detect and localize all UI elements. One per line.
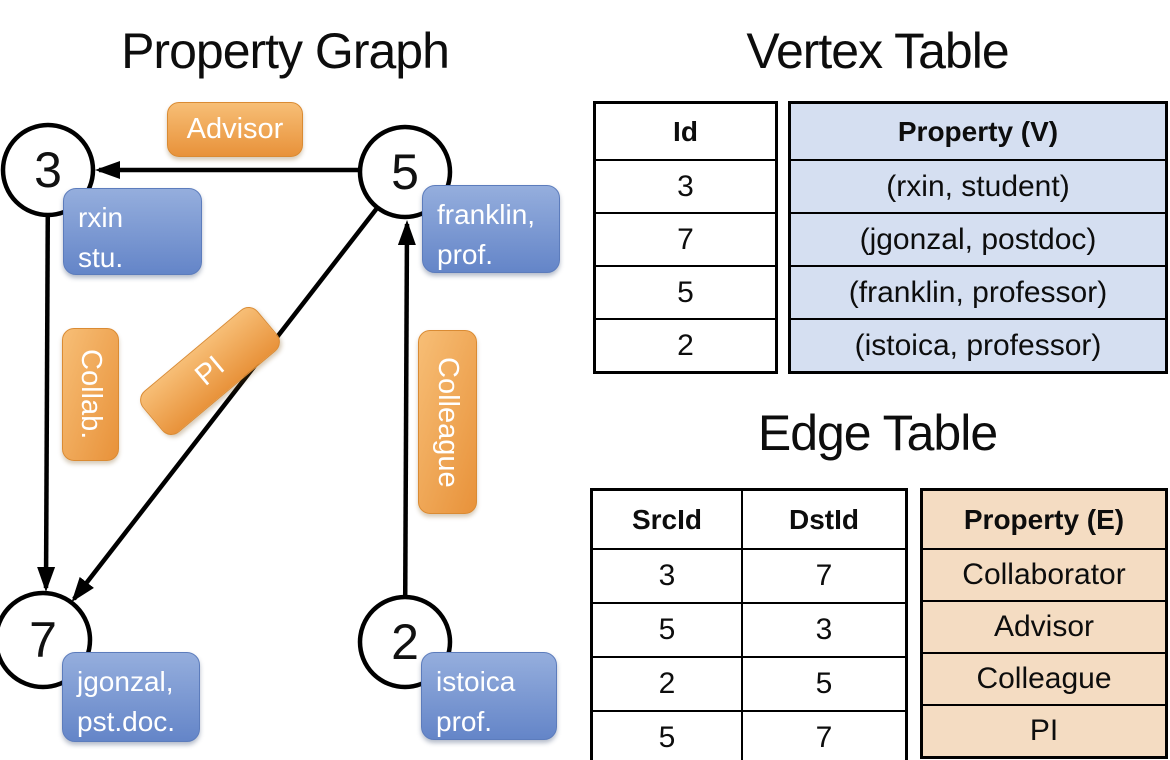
vertex-table-header-property: Property (V) [791,104,1165,159]
vertex-table-cell-id: 5 [596,265,775,318]
node-3-id: 3 [34,142,62,198]
node-3-property-line2: stu. [78,241,124,273]
vertex-table-cell-property: (jgonzal, postdoc) [791,212,1165,265]
edge-table-cell-srcid: 3 [593,550,743,602]
node-3-property-line1: rxin [78,202,124,233]
vertex-table-id-column: Id 3 7 5 2 [593,101,778,374]
vertex-table-title: Vertex Table [746,23,1009,79]
node-2-id: 2 [391,614,419,670]
node-5-property-label: franklin, prof. [422,185,560,273]
edge-table-row: 5 7 [593,710,905,760]
graph-canvas [0,122,453,690]
vertex-table-cell-id: 2 [596,318,775,371]
edge-table-cell-property: PI [923,704,1165,756]
node-5-property-line1: franklin, [437,199,536,230]
edge-2-to-5-arrow [397,220,416,643]
node-5-property-line2: prof. [437,238,494,270]
edge-table-header-property: Property (E) [923,491,1165,548]
edge-table-row: 2 5 [593,656,905,710]
node-3-property-label: rxin stu. [63,188,202,275]
edge-table-header-row: SrcId DstId [593,491,905,548]
edge-table-header-dstid: DstId [789,503,859,535]
property-graph-title: Property Graph [121,23,450,79]
edge-table-cell-srcid: 2 [593,658,743,710]
edge-table-cell-property: Collaborator [923,548,1165,600]
vertex-table-cell-id: 3 [596,159,775,212]
node-5-id: 5 [391,144,419,200]
edge-3-to-7-arrow [37,169,56,592]
edge-label-advisor: Advisor [167,102,303,157]
edge-table-cell-property: Advisor [923,600,1165,652]
edge-table-cell-dstid: 7 [815,721,833,754]
edge-table-cell-property: Colleague [923,652,1165,704]
edge-table-cell-dstid: 3 [815,613,833,646]
edge-label-collab: Collab. [62,328,119,461]
vertex-table-cell-property: (istoica, professor) [791,318,1165,371]
edge-table-row: 3 7 [593,548,905,602]
node-7-property-line2: pst.doc. [77,705,176,737]
node-2-property-line1: istoica [436,666,516,697]
vertex-table-cell-property: (franklin, professor) [791,265,1165,318]
vertex-table-cell-property: (rxin, student) [791,159,1165,212]
node-2-property-line2: prof. [436,705,493,737]
edge-5-to-7-arrow [71,170,407,603]
node-7-property-line1: jgonzal, [77,666,174,697]
edge-table-property-column: Property (E) Collaborator Advisor Collea… [920,488,1168,759]
edge-table-header-srcid: SrcId [593,491,743,548]
edge-table-cell-dstid: 7 [815,559,833,592]
edge-table-id-columns: SrcId DstId 3 7 5 3 2 5 5 7 [590,488,908,760]
edge-label-colleague: Colleague [418,330,477,514]
vertex-table-property-column: Property (V) (rxin, student) (jgonzal, p… [788,101,1168,374]
property-graph-diagram: 3 5 7 2 Advisor Collab. PI Colleague rxi… [0,102,560,742]
edge-table-row: 5 3 [593,602,905,656]
node-7-id: 7 [29,612,57,668]
edge-table-cell-srcid: 5 [593,712,743,760]
vertex-table-cell-id: 7 [596,212,775,265]
node-2-property-label: istoica prof. [421,652,557,740]
edge-table-cell-srcid: 5 [593,604,743,656]
vertex-table-header-id: Id [673,115,698,147]
edge-table-cell-dstid: 5 [815,667,833,700]
edge-table-title: Edge Table [757,405,998,461]
node-7-property-label: jgonzal, pst.doc. [62,652,200,742]
